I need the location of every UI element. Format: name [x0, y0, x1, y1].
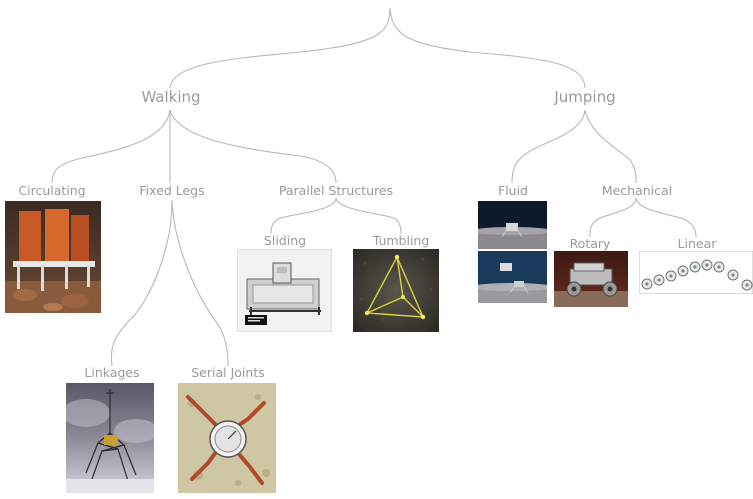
sliding-robot-photo: [237, 249, 332, 332]
label-fluid: Fluid: [498, 183, 528, 198]
label-rotary: Rotary: [569, 236, 611, 251]
label-linear: Linear: [677, 236, 717, 251]
label-mechanical: Mechanical: [601, 183, 673, 198]
label-sliding: Sliding: [263, 233, 307, 248]
label-parallel-structures: Parallel Structures: [278, 183, 394, 198]
connector-fixed-linkages: [110, 199, 173, 367]
connector-jumping-mechanical: [584, 109, 637, 184]
serial-joints-robot-photo: [178, 383, 276, 493]
circulating-robot-photo: [5, 201, 101, 313]
rotary-robot-photo: [554, 251, 628, 307]
fluid-robot-photo-2: [478, 251, 547, 303]
label-serial-joints: Serial Joints: [191, 365, 265, 380]
connector-root: [169, 7, 586, 89]
connector-parallel-sliding: [270, 197, 337, 235]
label-linkages: Linkages: [84, 365, 140, 380]
connector-fixed-serial: [171, 199, 229, 367]
label-fixed-legs: Fixed Legs: [139, 183, 205, 198]
connector-walking-circulating: [51, 109, 171, 184]
tumbling-robot-photo: [353, 249, 439, 332]
fluid-robot-photo-1: [478, 201, 547, 249]
connector-mechanical-linear: [635, 197, 697, 238]
connector-jumping-fluid: [511, 109, 586, 184]
label-walking: Walking: [141, 88, 201, 106]
connector-mechanical-rotary: [589, 197, 637, 238]
connector-parallel-tumbling: [335, 197, 402, 235]
connector-walking-parallel: [169, 109, 337, 184]
label-tumbling: Tumbling: [372, 233, 430, 248]
linkages-robot-photo: [66, 383, 154, 493]
linear-robot-photo: [639, 251, 753, 294]
label-jumping: Jumping: [554, 88, 616, 106]
label-circulating: Circulating: [18, 183, 86, 198]
